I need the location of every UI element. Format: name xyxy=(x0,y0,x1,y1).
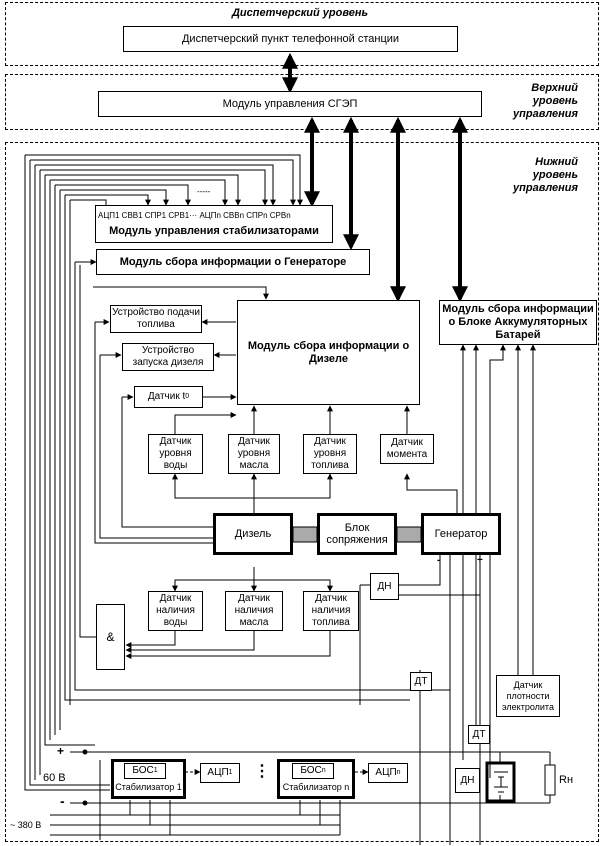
diesel-start-box: Устройство запуска дизеля xyxy=(122,343,214,371)
stab-module-box: Модуль управления стабилизаторами xyxy=(95,205,333,243)
coupling-box: Блок сопряжения xyxy=(317,513,397,555)
oil-presence-sensor: Датчик наличия масла xyxy=(225,591,283,631)
lower-zone-label: Нижний уровень управления xyxy=(513,156,578,194)
stab-inputs-label: АЦП1 СВВ1 СПР1 СРВ1··· АЦПn СВВn СПРn СР… xyxy=(98,211,291,220)
upper-zone-label: Верхний уровень управления xyxy=(513,82,578,120)
bos-n-sub: n xyxy=(321,767,326,774)
gen-minus-label: - xyxy=(437,555,441,566)
dispatch-zone-label: Диспетчерский уровень xyxy=(231,7,369,19)
plus-label: + xyxy=(57,744,65,758)
dn-sensor-2: ДН xyxy=(455,768,480,793)
adc-1-label: АЦП xyxy=(207,767,229,778)
fuel-presence-sensor: Датчик наличия топлива xyxy=(303,591,359,631)
stabilizer-1-label: Стабилизатор 1 xyxy=(115,782,182,792)
diesel-module-box: Модуль сбора информации о Дизеле xyxy=(237,300,420,405)
water-presence-sensor: Датчик наличия воды xyxy=(148,591,203,631)
temp-sensor-label: Датчик t xyxy=(147,391,186,402)
seps-module-box: Модуль управления СГЭП xyxy=(98,91,482,117)
diesel-box: Дизель xyxy=(213,513,293,555)
gen-module-box: Модуль сбора информации о Генераторе xyxy=(96,249,370,275)
stabilizer-dots: ⋮ xyxy=(254,763,270,780)
generator-box: Генератор xyxy=(421,513,501,555)
bos-n-label: БОС xyxy=(300,765,322,776)
bos-1-label: БОС xyxy=(132,765,154,776)
lower-zone xyxy=(5,142,599,842)
torque-sensor: Датчик момента xyxy=(380,434,434,464)
bos-1-sub: 1 xyxy=(153,767,158,774)
fuel-feed-box: Устройство подачи топлива xyxy=(110,305,202,333)
battery-module-box: Модуль сбора информации о Блоке Аккумуля… xyxy=(439,300,597,345)
and-gate: & xyxy=(96,604,125,670)
stab-module-label: Модуль управления стабилизаторами xyxy=(109,225,319,237)
stab-dashes: ----- xyxy=(197,187,211,196)
adc-n-sub: n xyxy=(396,769,401,776)
rn-label: Rн xyxy=(559,774,574,786)
dispatch-station-box: Диспетчерский пункт телефонной станции xyxy=(123,26,458,52)
dt-sensor-1: ДТ xyxy=(410,672,432,691)
v380-label: ~ 380 В xyxy=(10,820,42,830)
gen-plus-label: + xyxy=(477,555,483,566)
water-level-sensor: Датчик уровня воды xyxy=(148,434,203,474)
dn-sensor-1: ДН xyxy=(370,573,399,600)
electrolyte-density-sensor: Датчик плотности электролита xyxy=(496,675,560,717)
temp-sensor-sup: 0 xyxy=(185,393,190,400)
dt-sensor-2: ДТ xyxy=(468,725,490,744)
dispatch-zone xyxy=(5,2,599,66)
stabilizer-n-label: Стабилизатор n xyxy=(282,782,350,792)
adc-1-sub: 1 xyxy=(228,769,233,776)
upper-zone xyxy=(5,74,599,130)
oil-level-sensor: Датчик уровня масла xyxy=(228,434,280,474)
v60-label: 60 В xyxy=(43,772,66,784)
adc-n-label: АЦП xyxy=(375,767,397,778)
minus-label: - xyxy=(60,793,65,809)
fuel-level-sensor: Датчик уровня топлива xyxy=(303,434,357,474)
